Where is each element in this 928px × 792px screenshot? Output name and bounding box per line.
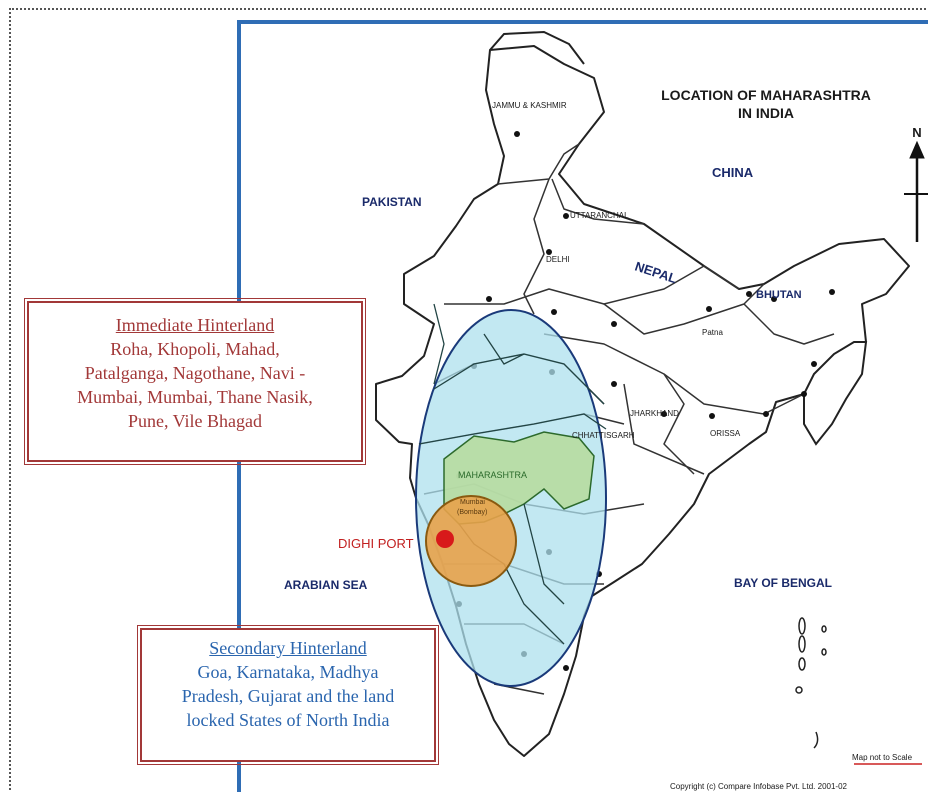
andaman-islands <box>795 617 827 749</box>
label-patna: Patna <box>702 328 723 337</box>
label-china: CHINA <box>712 165 754 180</box>
secondary-line-1: Goa, Karnataka, Madhya <box>197 662 379 682</box>
copyright-note: Copyright (c) Compare Infobase Pvt. Ltd.… <box>670 782 848 791</box>
label-arabian-sea: ARABIAN SEA <box>284 578 368 592</box>
compass-letter: N <box>912 125 921 140</box>
label-pakistan: PAKISTAN <box>362 195 422 209</box>
northeast-outline <box>803 341 868 446</box>
label-jammu-kashmir: JAMMU & KASHMIR <box>492 101 567 110</box>
dighi-port-marker <box>436 530 454 548</box>
label-orissa: ORISSA <box>710 429 741 438</box>
label-bhutan: BHUTAN <box>756 289 802 301</box>
map-title-line2: IN INDIA <box>738 105 794 121</box>
immediate-line-2: Patalganga, Nagothane, Navi - <box>84 363 306 383</box>
immediate-line-1: Roha, Khopoli, Mahad, <box>110 339 280 359</box>
label-chhattisgarh: CHHATTISGARH <box>572 431 635 440</box>
label-bombay: (Bombay) <box>457 509 487 516</box>
label-delhi: DELHI <box>546 255 570 264</box>
immediate-hinterland-circle <box>425 495 517 587</box>
immediate-hinterland-box: Immediate Hinterland Roha, Khopoli, Maha… <box>24 298 366 465</box>
map-title-line1: LOCATION OF MAHARASHTRA <box>661 87 871 103</box>
secondary-hinterland-box: Secondary Hinterland Goa, Karnataka, Mad… <box>137 625 439 765</box>
label-bay-of-bengal: BAY OF BENGAL <box>734 576 832 590</box>
secondary-hinterland-title: Secondary Hinterland <box>209 638 367 658</box>
secondary-line-2: Pradesh, Gujarat and the land <box>181 686 395 706</box>
immediate-line-4: Pune, Vile Bhagad <box>127 411 263 431</box>
label-dighi-port: DIGHI PORT <box>338 536 414 551</box>
label-uttaranchal: UTTARANCHAL <box>570 211 629 220</box>
kashmir-outline <box>489 30 585 65</box>
label-maharashtra: MAHARASHTRA <box>458 470 527 480</box>
scale-note: Map not to Scale <box>852 753 913 762</box>
secondary-line-3: locked States of North India <box>186 710 390 730</box>
dotted-frame <box>9 8 926 790</box>
north-arrow-icon <box>904 140 928 242</box>
label-jharkhand: JHARKHAND <box>630 409 679 418</box>
india-map: LOCATION OF MAHARASHTRA IN INDIA N PAKIS… <box>284 30 928 791</box>
immediate-line-3: Mumbai, Mumbai, Thane Nasik, <box>77 387 313 407</box>
immediate-hinterland-title: Immediate Hinterland <box>115 315 275 335</box>
label-mumbai: Mumbai <box>460 499 485 506</box>
